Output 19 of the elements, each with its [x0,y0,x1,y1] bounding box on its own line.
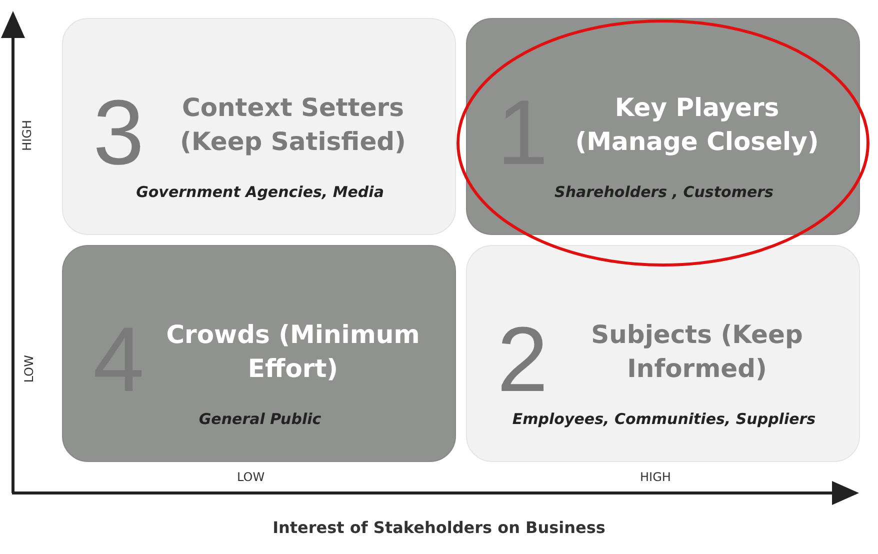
axis-tick-label: LOW [237,470,265,484]
quadrant-heading: Crowds (Minimum Effort) [165,319,421,385]
axis-tick-label: HIGH [640,470,671,484]
stakeholder-list: General Public [63,410,457,428]
quadrant-heading: Subjects (Keep Informed) [590,319,804,385]
quadrant-box [466,18,860,235]
axis-tick-label: LOW [22,355,36,383]
axis-tick-label: HIGH [20,120,34,151]
quadrant-box [62,18,456,235]
stakeholder-list: Government Agencies, Media [63,183,457,201]
axis-title: Interest of Stakeholders on Business [272,518,606,537]
quadrant-box [62,245,456,462]
quadrant-number: 2 [497,314,548,406]
quadrant-heading: Context Setters (Keep Satisfied) [179,92,407,158]
quadrant-heading: Key Players (Manage Closely) [574,92,820,158]
stakeholder-list: Employees, Communities, Suppliers [467,410,861,428]
quadrant-box [466,245,860,462]
quadrant-number: 3 [93,87,144,179]
stakeholder-list: Shareholders , Customers [467,183,861,201]
